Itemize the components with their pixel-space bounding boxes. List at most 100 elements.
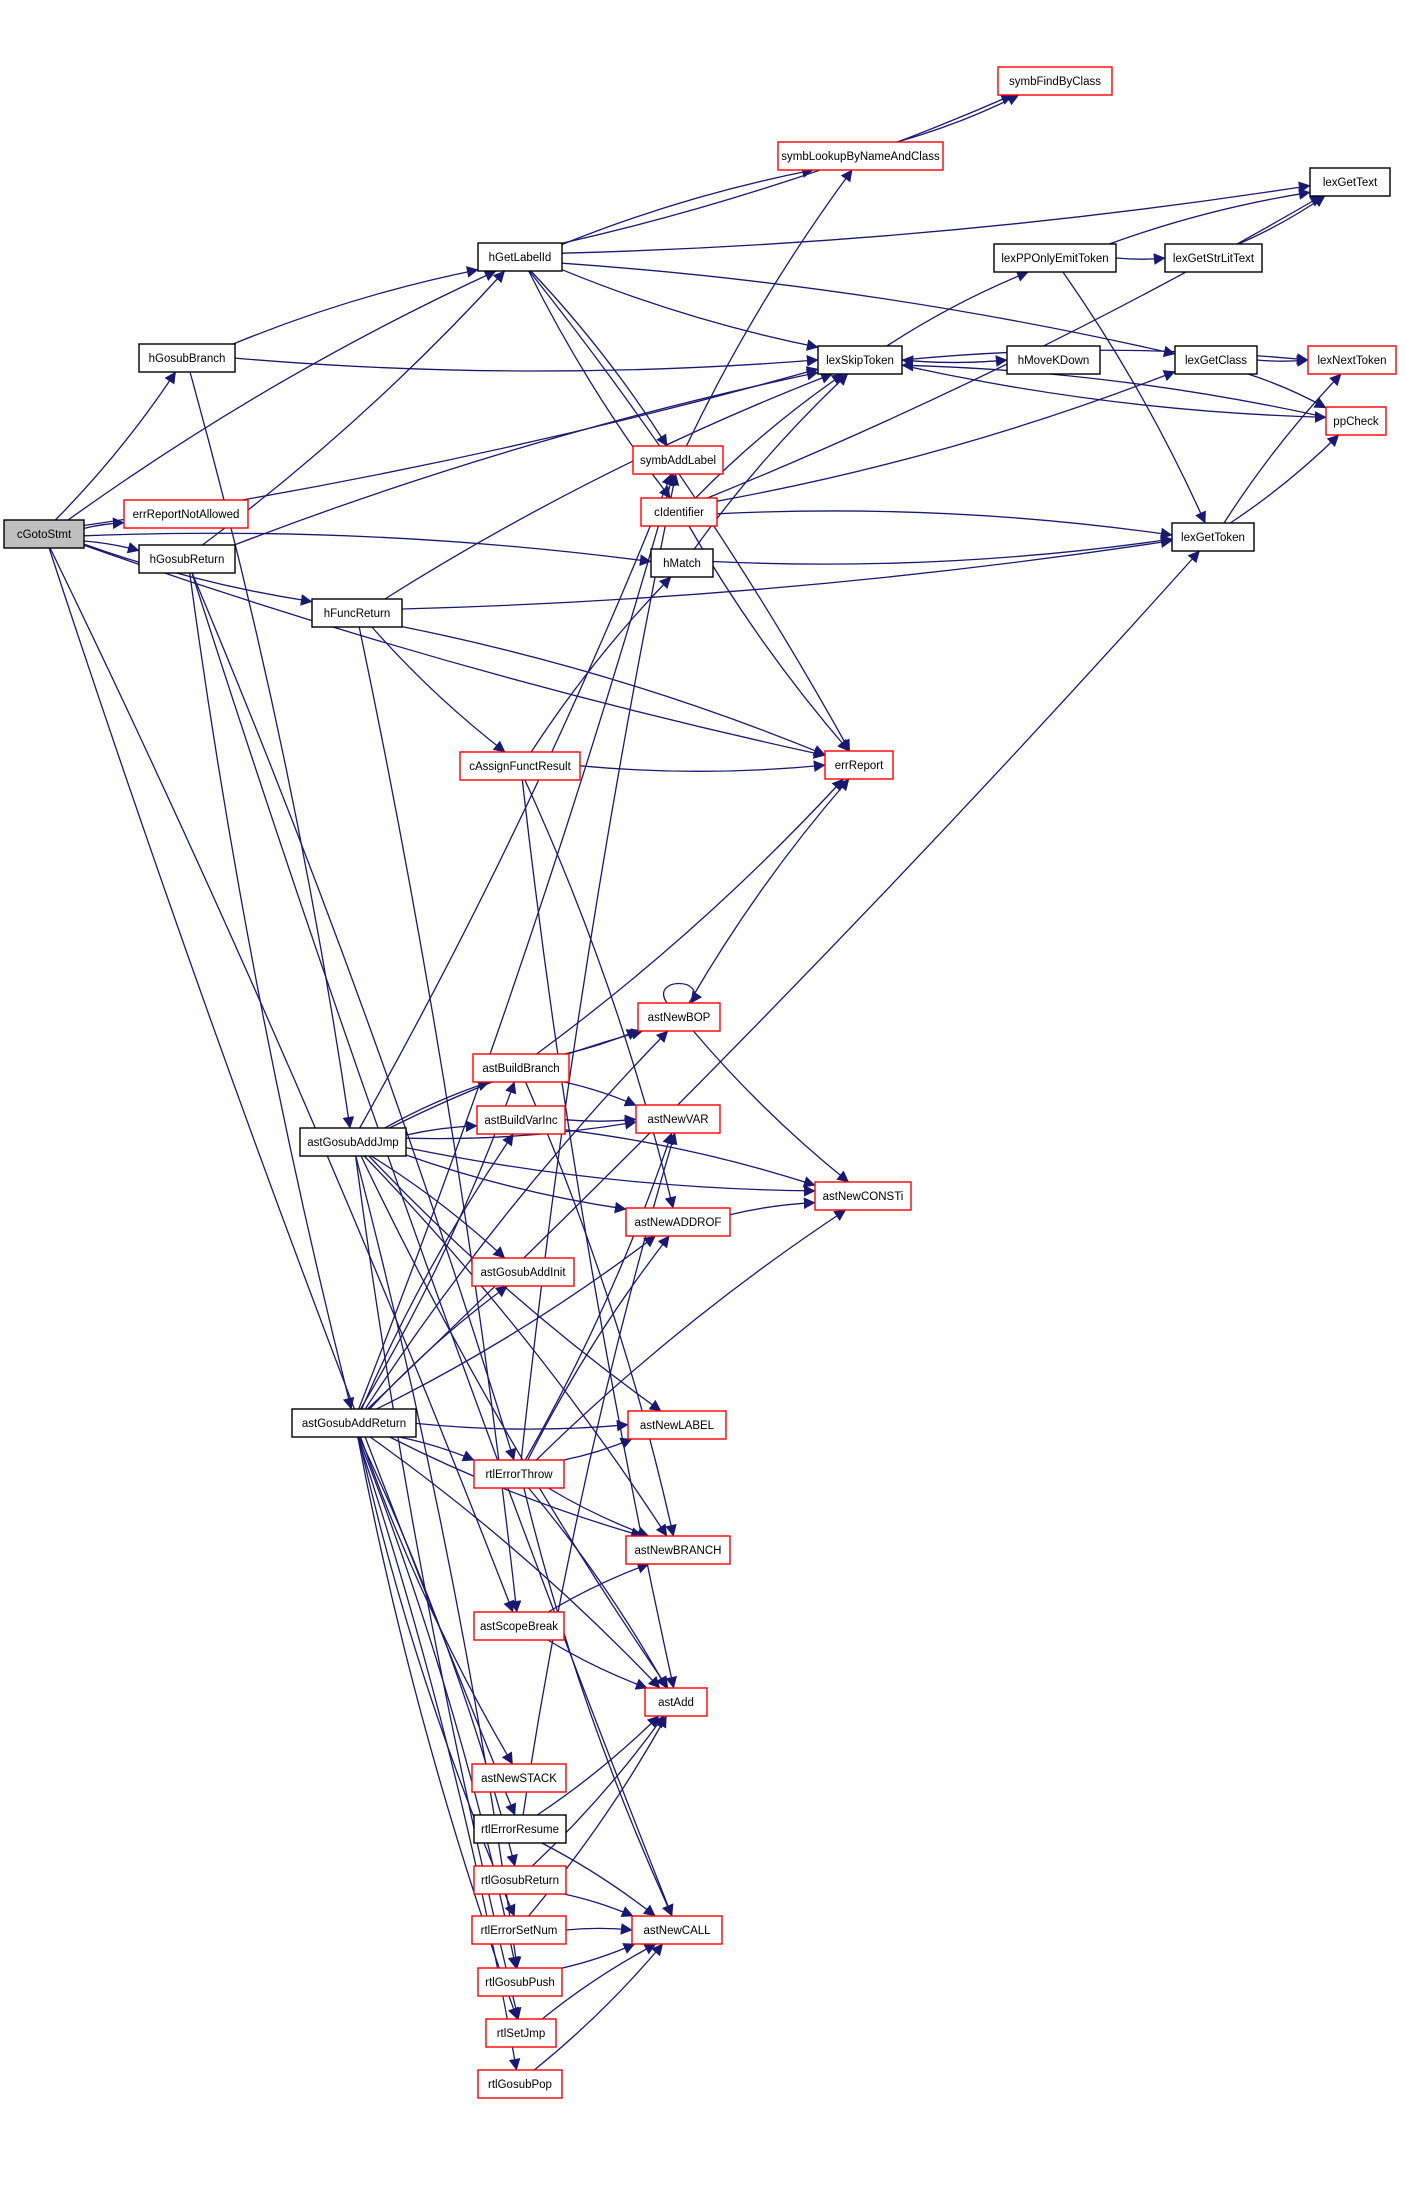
node-box[interactable] [485, 2018, 557, 2048]
node-hGosubReturn[interactable]: hGosubReturn [138, 544, 236, 574]
node-rtlErrorThrow[interactable]: rtlErrorThrow [473, 1459, 565, 1489]
node-errReport[interactable]: errReport [824, 750, 894, 780]
node-box[interactable] [1325, 406, 1387, 436]
node-lexSkipToken[interactable]: lexSkipToken [817, 345, 903, 375]
edge-line [563, 1893, 634, 1918]
node-box[interactable] [1309, 167, 1391, 197]
node-symbAddLabel[interactable]: symbAddLabel [632, 445, 724, 475]
node-box[interactable] [477, 242, 563, 272]
node-box[interactable] [299, 1127, 407, 1157]
node-hGetLabelId[interactable]: hGetLabelId [477, 242, 563, 272]
node-box[interactable] [311, 598, 403, 628]
node-rtlErrorResume[interactable]: rtlErrorResume [473, 1814, 567, 1844]
node-box[interactable] [473, 1459, 565, 1489]
node-box[interactable] [993, 243, 1117, 273]
edge-line [712, 534, 1173, 565]
node-box[interactable] [471, 1257, 575, 1287]
node-astGosubAddReturn[interactable]: astGosubAddReturn [291, 1408, 417, 1438]
edge-line [363, 1155, 668, 1537]
node-box[interactable] [650, 548, 714, 578]
node-box[interactable] [477, 2069, 563, 2099]
node-astNewCONSTi[interactable]: astNewCONSTi [814, 1181, 912, 1211]
node-box[interactable] [1171, 522, 1255, 552]
node-lexGetStrLitText[interactable]: lexGetStrLitText [1164, 243, 1263, 273]
node-box[interactable] [473, 1814, 567, 1844]
node-astBuildVarInc[interactable]: astBuildVarInc [476, 1105, 566, 1135]
node-box[interactable] [627, 1410, 727, 1440]
node-box[interactable] [640, 497, 718, 527]
node-astNewADDROF[interactable]: astNewADDROF [625, 1207, 731, 1237]
node-box[interactable] [476, 1105, 566, 1135]
node-rtlSetJmp[interactable]: rtlSetJmp [485, 2018, 557, 2048]
node-box[interactable] [472, 1053, 570, 1083]
node-astBuildBranch[interactable]: astBuildBranch [472, 1053, 570, 1083]
node-lexPPOnlyEmitToken[interactable]: lexPPOnlyEmitToken [993, 243, 1117, 273]
node-hMoveKDown[interactable]: hMoveKDown [1006, 345, 1101, 375]
node-ppCheck[interactable]: ppCheck [1325, 406, 1387, 436]
node-cIdentifier[interactable]: cIdentifier [640, 497, 718, 527]
node-box[interactable] [637, 1002, 721, 1032]
node-box[interactable] [471, 1763, 567, 1793]
node-rtlGosubPush[interactable]: rtlGosubPush [477, 1967, 563, 1997]
node-box[interactable] [777, 141, 944, 171]
node-lexGetClass[interactable]: lexGetClass [1174, 345, 1258, 375]
node-box[interactable] [473, 1611, 565, 1641]
node-lexNextToken[interactable]: lexNextToken [1307, 345, 1397, 375]
edge-line [564, 1114, 637, 1127]
node-astNewBOP[interactable]: astNewBOP [637, 1002, 721, 1032]
node-box[interactable] [1164, 243, 1263, 273]
edge-hFuncReturn-to-cAssignFunctResult [371, 626, 506, 753]
node-box[interactable] [473, 1865, 567, 1895]
node-astGosubAddInit[interactable]: astGosubAddInit [471, 1257, 575, 1287]
node-rtlErrorSetNum[interactable]: rtlErrorSetNum [471, 1915, 567, 1945]
node-box[interactable] [625, 1535, 731, 1565]
node-layer: cGotoStmt errReportNotAllowed hGosubBranch… [3, 66, 1397, 2099]
node-rtlGosubPop[interactable]: rtlGosubPop [477, 2069, 563, 2099]
edge-line [83, 543, 313, 606]
node-symbLookupByNameAndClass[interactable]: symbLookupByNameAndClass [777, 141, 944, 171]
edge-astGosubAddReturn-to-rtlErrorSetNum [357, 1436, 516, 1917]
edge-line [1062, 271, 1206, 524]
node-box[interactable] [997, 66, 1113, 96]
node-box[interactable] [625, 1207, 731, 1237]
node-box[interactable] [1174, 345, 1258, 375]
node-box[interactable] [138, 343, 236, 373]
node-astGosubAddJmp[interactable]: astGosubAddJmp [299, 1127, 407, 1157]
node-box[interactable] [291, 1408, 417, 1438]
node-astNewVAR[interactable]: astNewVAR [635, 1104, 721, 1134]
node-box[interactable] [123, 499, 249, 529]
node-box[interactable] [138, 544, 236, 574]
node-box[interactable] [644, 1687, 708, 1717]
node-box[interactable] [632, 445, 724, 475]
node-astNewSTACK[interactable]: astNewSTACK [471, 1763, 567, 1793]
node-astAdd[interactable]: astAdd [644, 1687, 708, 1717]
node-lexGetToken[interactable]: lexGetToken [1171, 522, 1255, 552]
node-astNewCALL[interactable]: astNewCALL [631, 1915, 723, 1945]
node-cAssignFunctResult[interactable]: cAssignFunctResult [459, 751, 581, 781]
node-hGosubBranch[interactable]: hGosubBranch [138, 343, 236, 373]
node-astScopeBreak[interactable]: astScopeBreak [473, 1611, 565, 1641]
node-cGotoStmt[interactable]: cGotoStmt [3, 519, 85, 549]
node-symbFindByClass[interactable]: symbFindByClass [997, 66, 1113, 96]
node-hMatch[interactable]: hMatch [650, 548, 714, 578]
node-box[interactable] [459, 751, 581, 781]
node-lexGetText[interactable]: lexGetText [1309, 167, 1391, 197]
node-box[interactable] [817, 345, 903, 375]
node-label: lexGetToken [1181, 532, 1245, 544]
node-box[interactable] [477, 1967, 563, 1997]
node-astNewBRANCH[interactable]: astNewBRANCH [625, 1535, 731, 1565]
node-box[interactable] [471, 1915, 567, 1945]
node-box[interactable] [824, 750, 894, 780]
node-box[interactable] [1006, 345, 1101, 375]
node-astNewLABEL[interactable]: astNewLABEL [627, 1410, 727, 1440]
node-box[interactable] [3, 519, 85, 549]
node-box[interactable] [1307, 345, 1397, 375]
node-errReportNotAllowed[interactable]: errReportNotAllowed [123, 499, 249, 529]
node-box[interactable] [631, 1915, 723, 1945]
node-box[interactable] [814, 1181, 912, 1211]
edge-hGosubReturn-to-astNewCALL [191, 572, 674, 1917]
node-hFuncReturn[interactable]: hFuncReturn [311, 598, 403, 628]
node-box[interactable] [635, 1104, 721, 1134]
node-label: lexGetText [1323, 177, 1378, 189]
node-rtlGosubReturn[interactable]: rtlGosubReturn [473, 1865, 567, 1895]
